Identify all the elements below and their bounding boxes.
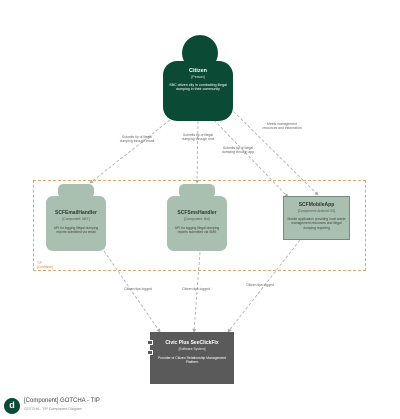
edge-email-system: [103, 250, 161, 333]
email-handler-tab: [58, 184, 94, 198]
tip-container-boundary: [33, 180, 366, 271]
component-name: SCFSmsHandler: [177, 210, 217, 216]
component-name: SCFEmailHandler: [55, 210, 97, 216]
edge-citizen-email: [89, 119, 171, 184]
component-kind: [Component: Android OS]: [297, 209, 336, 213]
boundary-label-kind: [Container]: [37, 264, 54, 269]
diagram-subtitle: GOTCHA - TIP Component Diagram: [24, 407, 82, 411]
edge-citizen-app: [213, 119, 289, 198]
edge-label-sms-system: Citizen tips logged: [182, 287, 210, 291]
edge-label-to-app-resources: Meets management resources and informati…: [262, 122, 302, 131]
diagram-logo-icon: d: [4, 398, 20, 414]
edge-app-system: [227, 239, 301, 333]
edge-citizen-app-resources: [229, 107, 319, 196]
system-description: Provider of Citizen Relationship Managem…: [157, 356, 227, 365]
system-tab-top-icon: [147, 340, 153, 345]
system-kind: [Software System]: [178, 347, 206, 351]
person-citizen[interactable]: Citizen [Person] SBC citizen city in com…: [163, 61, 233, 121]
edge-label-to-email: Submits tip of illegal dumping through e…: [119, 135, 155, 144]
edge-label-to-app: Submits tip of illegal dumping through a…: [221, 146, 255, 155]
system-tab-bottom-icon: [147, 350, 153, 355]
boundary-label-name: TIP: [37, 261, 43, 265]
edge-citizen-sms: [195, 120, 200, 184]
person-name: Citizen: [188, 68, 208, 74]
component-kind: [Component: NET]: [62, 217, 90, 221]
component-description: Mobile application providing local waste…: [287, 217, 346, 230]
component-description: API for logging illegal dumping reports …: [53, 226, 99, 235]
person-kind: [Person]: [191, 75, 205, 79]
edge-sms-system: [192, 251, 201, 333]
component-kind: [Component: Bot]: [184, 217, 210, 221]
system-name: Civic Plus SeeClickFix: [165, 340, 219, 346]
system-civic-plus-seeclickfix[interactable]: Civic Plus SeeClickFix [Software System]…: [150, 332, 234, 384]
edge-label-to-sms: Submits tip of illegal dumping through s…: [181, 133, 215, 142]
edge-label-app-system: Citizen tips logged: [246, 283, 274, 287]
sms-handler-tab: [179, 184, 215, 198]
edge-label-email-system: Citizen tips logged: [124, 287, 152, 291]
component-name: SCFMobileApp: [298, 202, 335, 208]
component-description: API for logging illegal dumping reports …: [174, 226, 220, 235]
boundary-label: TIP [Container]: [37, 261, 54, 270]
diagram-title: [Component] GOTCHA - TIP: [24, 398, 100, 404]
component-sms-handler[interactable]: SCFSmsHandler [Component: Bot] API for l…: [167, 196, 227, 251]
person-description: SBC citizen city in combatting illegal d…: [169, 83, 227, 92]
component-mobile-app[interactable]: SCFMobileApp [Component: Android OS] Mob…: [283, 196, 350, 240]
component-email-handler[interactable]: SCFEmailHandler [Component: NET] API for…: [46, 196, 106, 251]
